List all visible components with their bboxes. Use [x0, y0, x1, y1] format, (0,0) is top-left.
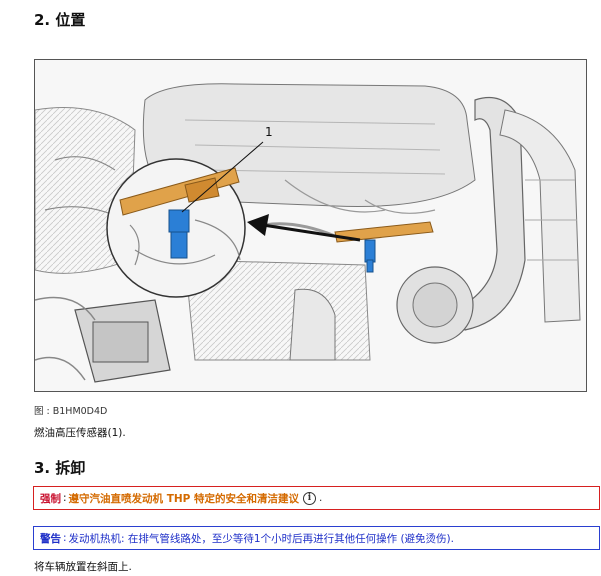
- mandatory-message: 遵守汽油直喷发动机 THP 特定的安全和清洁建议: [68, 492, 300, 505]
- figure-caption: 图 : B1HM0D4D: [34, 406, 108, 417]
- mandatory-separator: :: [63, 492, 67, 504]
- sensor-description: 燃油高压传感器(1).: [34, 427, 126, 439]
- warning-message: 发动机热机: 在排气管线路处，至少等待1个小时后再进行其他任何操作 (避免烫伤)…: [68, 532, 454, 545]
- info-icon[interactable]: i: [303, 491, 317, 505]
- step-text: 将车辆放置在斜面上.: [34, 561, 132, 573]
- warning-tag: 警告: [40, 532, 61, 545]
- engine-illustration: 1: [35, 60, 586, 391]
- warning-separator: :: [63, 532, 67, 544]
- mandatory-tag: 强制: [40, 492, 61, 505]
- mandatory-notice: 强制 : 遵守汽油直喷发动机 THP 特定的安全和清洁建议 i .: [33, 486, 600, 510]
- callout-number: 1: [265, 125, 273, 139]
- warning-notice: 警告 : 发动机热机: 在排气管线路处，至少等待1个小时后再进行其他任何操作 (…: [33, 526, 600, 550]
- section-title-position: 2. 位置: [34, 11, 86, 29]
- engine-figure: 1: [34, 59, 587, 392]
- section-title-disassembly: 3. 拆卸: [34, 459, 86, 477]
- mandatory-trailing: .: [319, 492, 323, 504]
